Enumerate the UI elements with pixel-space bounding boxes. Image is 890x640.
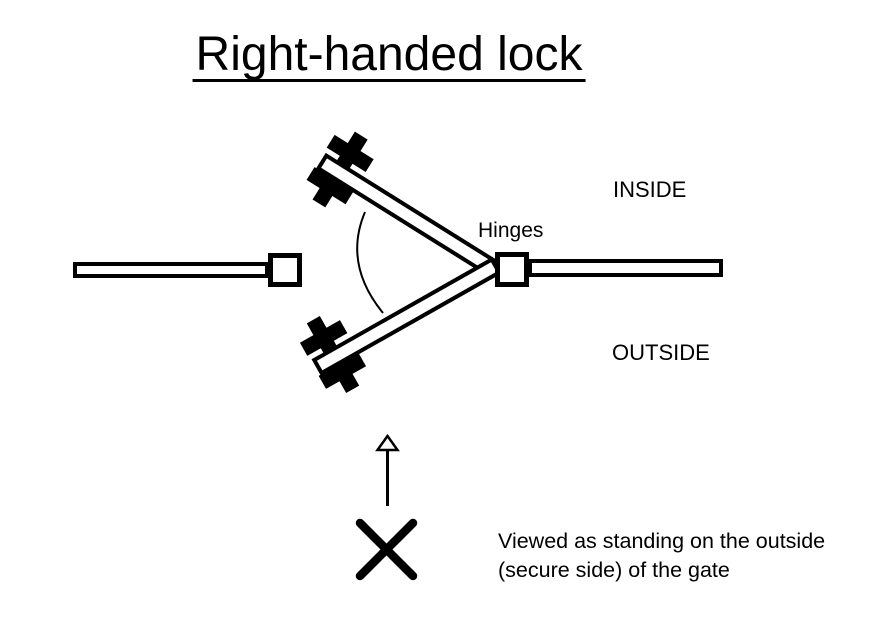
inside-label: INSIDE [613, 177, 687, 202]
x-mark-icon [355, 518, 418, 581]
viewpoint-caption-line1: Viewed as standing on the outside [498, 529, 826, 553]
viewpoint-caption: Viewed as standing on the outside (secur… [498, 527, 825, 585]
latch-post [268, 253, 302, 287]
gate-bar [311, 256, 502, 376]
page-title-text: Right-handed lock [192, 31, 586, 82]
hinge-post [495, 252, 529, 287]
fence-rail-right [528, 259, 723, 277]
swing-arc-icon [356, 211, 384, 314]
page-title: Right-handed lock [192, 31, 586, 82]
viewpoint-caption-line2: (secure side) of the gate [498, 558, 730, 582]
hinges-label: Hinges [478, 219, 544, 242]
outside-label: OUTSIDE [612, 340, 710, 365]
fence-rail-left [73, 262, 269, 278]
gate-bar [315, 152, 503, 280]
gate-leaf-inside [306, 131, 503, 280]
up-arrow-icon [375, 433, 400, 506]
